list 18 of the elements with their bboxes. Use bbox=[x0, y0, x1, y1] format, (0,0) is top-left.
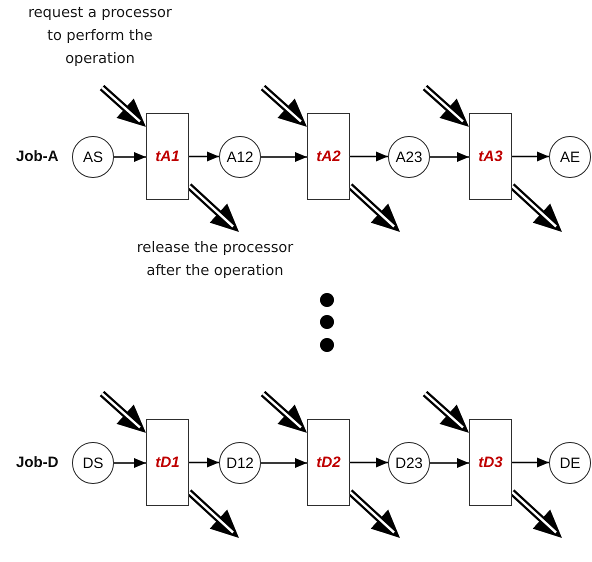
transition-box: tD1 bbox=[146, 419, 189, 506]
place-circle: A12 bbox=[219, 136, 261, 178]
transition-box: tD3 bbox=[469, 419, 512, 506]
job-label: Job-A bbox=[16, 148, 58, 165]
job-label: Job-D bbox=[16, 454, 58, 471]
place-circle: AS bbox=[72, 136, 114, 178]
place-circle: DE bbox=[549, 442, 591, 484]
annotation-text: release the processor after the operation bbox=[130, 236, 300, 284]
transition-box: tA3 bbox=[469, 113, 512, 200]
transition-box: tA1 bbox=[146, 113, 189, 200]
transition-box: tD2 bbox=[307, 419, 350, 506]
place-circle: A23 bbox=[388, 136, 430, 178]
place-circle: AE bbox=[549, 136, 591, 178]
annotation-text: request a processor to perform the operation bbox=[25, 0, 175, 72]
place-circle: D12 bbox=[219, 442, 261, 484]
place-circle: DS bbox=[72, 442, 114, 484]
place-circle: D23 bbox=[388, 442, 430, 484]
transition-box: tA2 bbox=[307, 113, 350, 200]
